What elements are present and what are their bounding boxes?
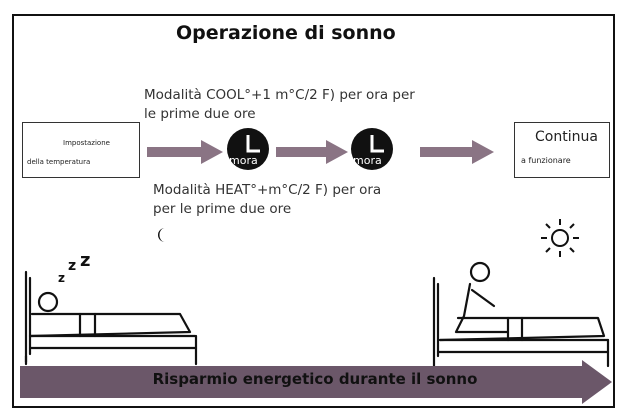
flow-arrow-3 xyxy=(420,140,494,164)
energy-saving-label: Risparmio energetico durante il sonno xyxy=(152,370,478,388)
svg-text:z: z xyxy=(68,258,76,274)
svg-text:z: z xyxy=(58,271,65,285)
clock-icon: mora xyxy=(350,127,394,175)
flow-arrow-2 xyxy=(276,140,348,164)
energy-saving-banner xyxy=(20,360,612,404)
sun-icon xyxy=(541,219,579,257)
cool-mode-note: Modalità COOL°+1 m°C/2 F) per ora per le… xyxy=(144,86,415,124)
svg-text:z: z xyxy=(80,250,90,271)
heat-mode-note: Modalità HEAT°+m°C/2 F) per ora per le p… xyxy=(153,181,381,219)
heat-mode-note-line1: Modalità HEAT°+m°C/2 F) per ora xyxy=(153,182,382,198)
clock-label: mora xyxy=(229,154,258,167)
end-box: Continua a funzionare xyxy=(514,122,610,178)
moon-icon xyxy=(158,228,165,242)
sleeping-person-icon: z z z xyxy=(24,250,198,366)
end-box-line1: Continua xyxy=(535,129,598,145)
diagram-title: Operazione di sonno xyxy=(176,22,396,44)
cool-mode-note-line2: le prime due ore xyxy=(144,106,256,122)
start-box: Impostazione della temperatura xyxy=(22,122,140,178)
heat-mode-note-line2: per le prime due ore xyxy=(153,201,292,217)
clock-label: mora xyxy=(353,154,382,167)
start-box-line1: Impostazione xyxy=(63,139,110,147)
start-box-line2: della temperatura xyxy=(27,158,91,166)
cool-mode-note-line1: Modalità COOL°+1 m°C/2 F) per ora per xyxy=(144,87,415,103)
diagram-frame xyxy=(12,14,615,408)
flow-arrow-1 xyxy=(147,140,223,164)
end-box-line2: a funzionare xyxy=(521,156,571,165)
clock-icon: mora xyxy=(226,127,270,175)
awake-person-icon xyxy=(432,261,610,368)
